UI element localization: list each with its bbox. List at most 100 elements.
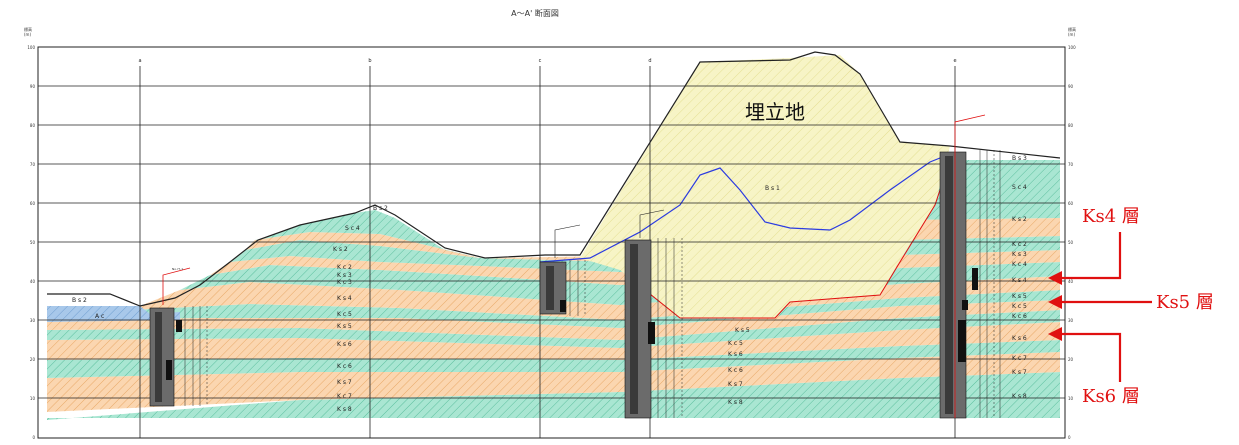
tick-70-r: 70 <box>1068 162 1074 167</box>
callout-ks4-text: Ks4 層 <box>1082 206 1140 227</box>
borehole-log-e <box>939 114 1001 419</box>
label-r-ks3: K s 3 <box>1012 251 1027 258</box>
label-ac: A c <box>95 313 104 320</box>
callout-ks5-text: Ks5 層 <box>1156 292 1214 313</box>
layer-labels: B s 2 A c B s 2 S c 4 K s 2 K c 2 K s 3 … <box>72 155 1027 413</box>
label-ks7: K s 7 <box>337 379 352 386</box>
tick-60-r: 60 <box>1068 201 1074 206</box>
label-ks8-mid: K s 8 <box>728 399 743 406</box>
callout-ks4: Ks4 層 <box>1048 206 1140 285</box>
tick-0: 0 <box>32 435 35 440</box>
layer-ks8 <box>47 372 1060 420</box>
landfill-boundary <box>631 159 951 319</box>
layer-kc6 <box>47 310 1060 348</box>
label-ks4: K s 4 <box>337 295 352 302</box>
groundwater-line <box>539 153 951 263</box>
label-ks5-mid: K s 5 <box>735 327 750 334</box>
ground-surface-line <box>47 51 1061 307</box>
label-ks7-mid: K s 7 <box>728 381 743 388</box>
layer-ks4 <box>130 276 1060 320</box>
label-r-ks5: K s 5 <box>1012 293 1027 300</box>
label-r-ks6: K s 6 <box>1012 335 1027 342</box>
borehole-log-d <box>624 209 683 419</box>
tick-70: 70 <box>30 162 36 167</box>
layer-ks6 <box>47 322 1060 360</box>
label-sc4: S c 4 <box>345 225 360 232</box>
tick-labels-left: 100 90 80 70 60 50 40 30 20 10 0 <box>27 45 35 440</box>
label-kc6-mid: K c 6 <box>728 367 743 374</box>
label-r-kc4: K c 4 <box>1012 261 1027 268</box>
axis-unit-right: 標高 <box>1068 26 1076 32</box>
tick-20-r: 20 <box>1068 357 1074 362</box>
label-r-kc5: K c 5 <box>1012 303 1027 310</box>
marker-d: d <box>648 58 651 64</box>
elevation-gridlines <box>38 85 1065 399</box>
label-r-bs3: B s 3 <box>1012 155 1027 162</box>
diagram-title: A～A' 断面図 <box>511 8 559 18</box>
label-ks2: K s 2 <box>333 246 348 253</box>
axis-unit-left-m: (m) <box>24 32 31 37</box>
layer-ac <box>47 306 180 322</box>
landfill-label: 埋立地 <box>745 100 805 124</box>
label-kc5: K c 5 <box>337 311 352 318</box>
tick-90-r: 90 <box>1068 84 1074 89</box>
callout-ks6-text: Ks6 層 <box>1082 386 1140 407</box>
tick-20: 20 <box>30 357 36 362</box>
tick-30: 30 <box>30 318 36 323</box>
label-bs2-left: B s 2 <box>72 297 87 304</box>
borehole-markers: a b c d e <box>138 58 956 64</box>
marker-b: b <box>368 58 371 64</box>
label-r-kc6: K c 6 <box>1012 313 1027 320</box>
label-r-ks8: K s 8 <box>1012 393 1027 400</box>
label-kc6: K c 6 <box>337 363 352 370</box>
tick-80: 80 <box>30 123 36 128</box>
tick-0-r: 0 <box>1068 435 1071 440</box>
landfill-area <box>580 55 950 318</box>
tick-60: 60 <box>30 201 36 206</box>
marker-e: e <box>953 58 956 64</box>
axis-unit-right-m: (m) <box>1068 32 1075 37</box>
layer-ks7 <box>47 352 1060 412</box>
tick-10-r: 10 <box>1068 396 1074 401</box>
borehole-log-c <box>539 224 586 316</box>
label-ks3: K s 3 <box>337 272 352 279</box>
tick-40-r: 40 <box>1068 279 1074 284</box>
label-ks5: K s 5 <box>337 323 352 330</box>
label-bs2-mid: B s 2 <box>373 205 388 212</box>
borehole-log-left: No.??-1 <box>149 267 208 407</box>
callout-ks5: Ks5 層 <box>1048 292 1214 313</box>
label-kc3: K c 3 <box>337 279 352 286</box>
label-kc5-mid: K c 5 <box>728 340 743 347</box>
label-kc7: K c 7 <box>337 393 352 400</box>
label-r-kc7: K c 7 <box>1012 355 1027 362</box>
section-frame <box>37 46 1066 439</box>
tick-80-r: 80 <box>1068 123 1074 128</box>
tick-10: 10 <box>30 396 36 401</box>
label-r-sc4: S c 4 <box>1012 184 1027 191</box>
label-ks6: K s 6 <box>337 341 352 348</box>
layer-sc4 <box>255 210 480 258</box>
tick-100-r: 100 <box>1068 45 1076 50</box>
tick-90: 90 <box>30 84 36 89</box>
label-bs1: B s 1 <box>765 185 780 192</box>
tick-50: 50 <box>30 240 36 245</box>
callout-ks6: Ks6 層 <box>1048 327 1140 407</box>
svg-text:No.??-1: No.??-1 <box>172 267 183 271</box>
tick-30-r: 30 <box>1068 318 1074 323</box>
layer-kc7 <box>47 340 1060 378</box>
label-r-ks7: K s 7 <box>1012 369 1027 376</box>
label-r-kc2: K c 2 <box>1012 241 1027 248</box>
label-r-ks4: K s 4 <box>1012 277 1027 284</box>
label-kc2: K c 2 <box>337 264 352 271</box>
marker-c: c <box>539 58 542 64</box>
tick-50-r: 50 <box>1068 240 1074 245</box>
axis-unit-left: 標高 <box>24 26 32 32</box>
marker-a: a <box>138 58 141 64</box>
tick-40: 40 <box>30 279 36 284</box>
label-r-ks2: K s 2 <box>1012 216 1027 223</box>
label-ks8: K s 8 <box>337 406 352 413</box>
label-ks6-mid: K s 6 <box>728 351 743 358</box>
tick-100: 100 <box>27 45 35 50</box>
